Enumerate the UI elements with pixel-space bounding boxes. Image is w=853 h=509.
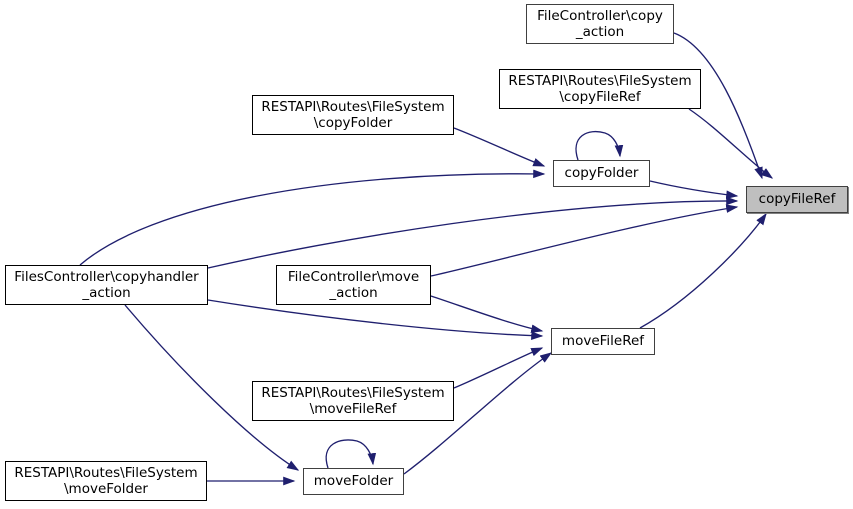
node-copyfileref[interactable]: copyFileRef — [746, 186, 848, 213]
edge-filescontroller-copyfileref — [207, 196, 739, 269]
edge-movefolder-movefileref — [403, 352, 553, 475]
node-copyfolder[interactable]: copyFolder — [553, 160, 650, 187]
edge-filescontroller-movefileref — [207, 299, 544, 340]
edge-filescontroller-movefolder — [124, 304, 300, 471]
edge-moveaction-copyfileref — [430, 204, 739, 277]
edge-copyfolder-self — [575, 131, 624, 161]
node-movefileref[interactable]: moveFileRef — [551, 328, 655, 355]
node-filecontroller-move-action[interactable]: FileController\move _action — [276, 265, 431, 305]
edge-copyfolder-copyfileref — [649, 180, 739, 200]
node-restapi-routes-filesystem-copyfolder[interactable]: RESTAPI\Routes\FileSystem \copyFolder — [252, 95, 454, 135]
node-restapi-routes-filesystem-movefolder[interactable]: RESTAPI\Routes\FileSystem \moveFolder — [5, 461, 207, 501]
edge-copyaction-copyfileref — [673, 32, 763, 180]
edge-movefolder-self — [325, 439, 377, 469]
edge-moveaction-movefileref — [430, 295, 544, 333]
node-filescontroller-copyhandler-action[interactable]: FilesController\copyhandler _action — [5, 265, 208, 305]
edge-movefileref-copyfileref — [639, 212, 767, 329]
edge-restapicopyfolder-copyfolder — [453, 127, 546, 167]
edge-restapicopyfileref-copyfileref — [688, 108, 774, 179]
edge-filescontroller-copyfolder — [79, 169, 546, 266]
edge-restapimovefileref-movefileref — [453, 347, 544, 389]
node-filecontroller-copy-action[interactable]: FileController\copy _action — [526, 4, 674, 44]
node-restapi-routes-filesystem-copyfileref[interactable]: RESTAPI\Routes\FileSystem \copyFileRef — [499, 69, 701, 109]
node-movefolder[interactable]: moveFolder — [303, 468, 404, 495]
node-restapi-routes-filesystem-movefileref[interactable]: RESTAPI\Routes\FileSystem \moveFileRef — [252, 381, 454, 421]
